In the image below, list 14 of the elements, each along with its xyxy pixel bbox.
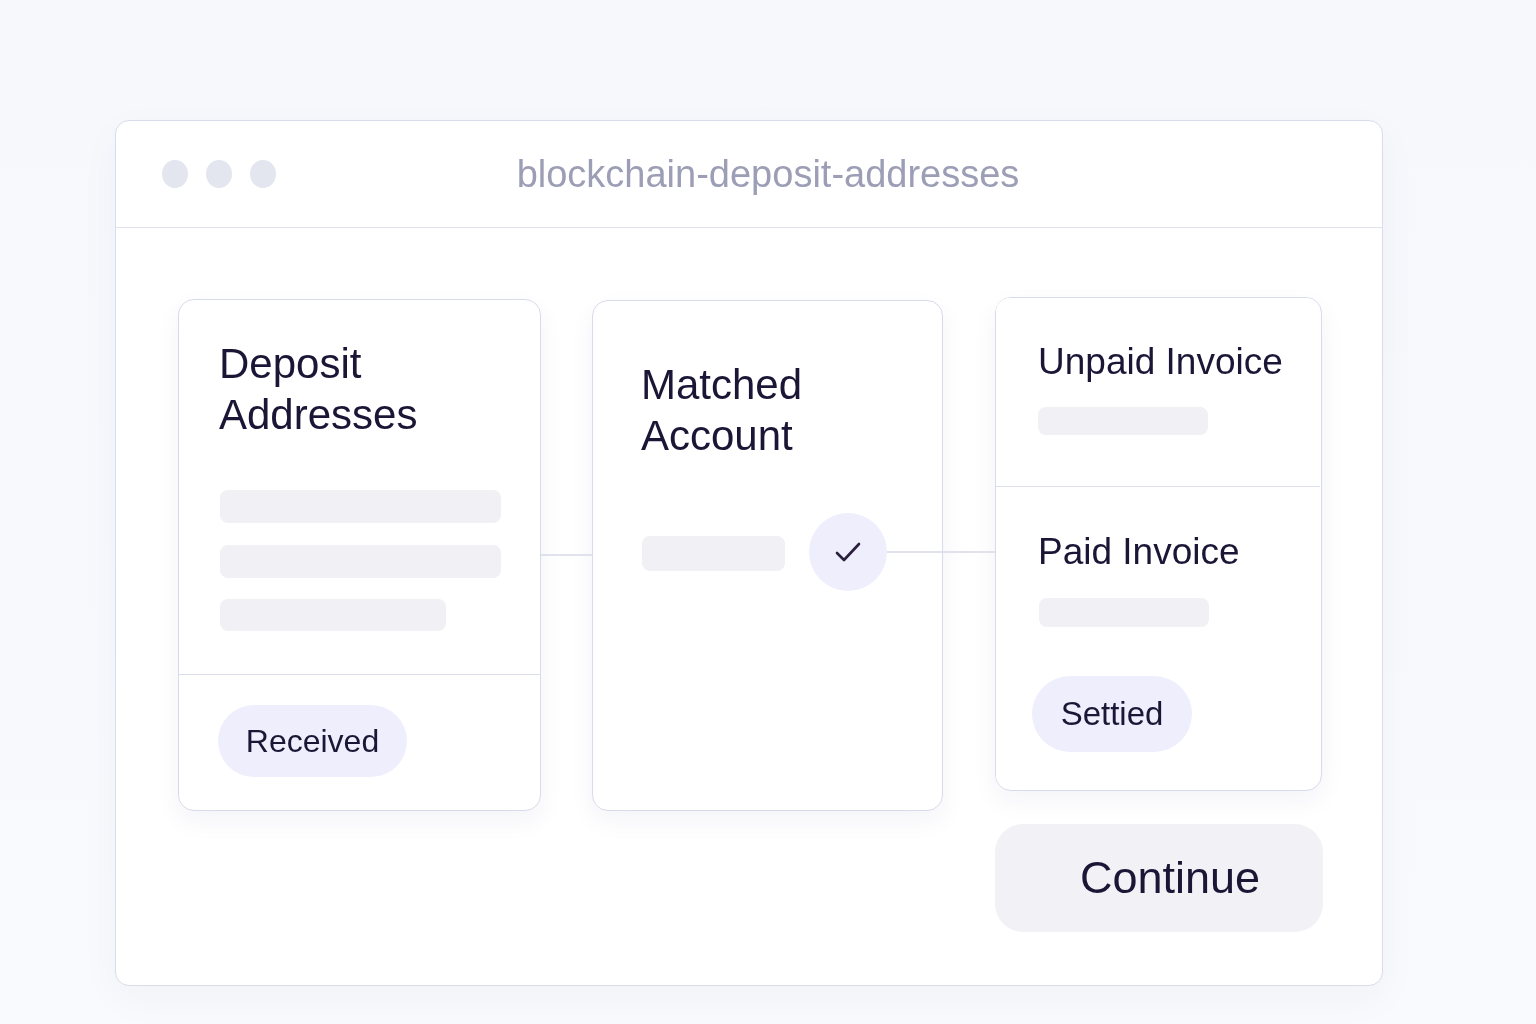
status-badge: Settied <box>1032 676 1192 752</box>
panel-card <box>995 297 1322 791</box>
card-section <box>996 487 1320 789</box>
continue-button: Continue <box>995 824 1323 932</box>
window-title: blockchain-deposit-addresses <box>516 152 1020 196</box>
card-heading: Unpaid Invoice <box>1038 340 1283 384</box>
card-heading: Paid Invoice <box>1038 530 1240 574</box>
card-section <box>996 298 1320 487</box>
browser-window <box>115 120 1383 986</box>
card-heading: Deposit Addresses <box>219 339 419 440</box>
card-heading: Matched Account <box>641 360 804 461</box>
panel-card <box>178 299 541 811</box>
status-badge: Received <box>218 705 407 777</box>
panel-card <box>592 300 943 811</box>
